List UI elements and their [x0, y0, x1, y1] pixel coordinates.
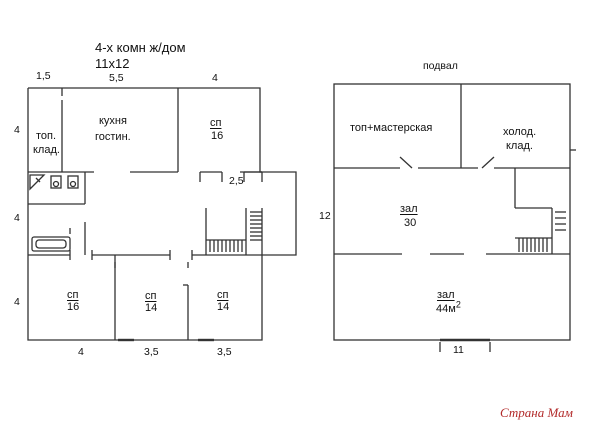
dim-left-bot: 4: [14, 296, 20, 308]
room-hall1-area: 30: [404, 217, 417, 229]
staircase-icon-plan2: [515, 207, 566, 254]
dim-bottom-b: 3,5: [144, 346, 159, 358]
plan1-title-line1: 4-х комн ж/дом: [95, 40, 186, 55]
room-storage-line1: топ.: [36, 130, 57, 142]
toilet-icon: [50, 175, 79, 189]
room-bed-sw-name: сп: [67, 289, 79, 301]
staircase-icon-plan1: [206, 208, 263, 255]
room-bed-ne-name: сп: [210, 117, 222, 129]
room-bed-s2-name: сп: [217, 289, 229, 301]
dim-plan2-left: 12: [319, 210, 331, 222]
dim-top-c: 4: [212, 72, 218, 84]
room-bed-s1-name: сп: [145, 290, 157, 302]
room-cold-line1: холод.: [503, 126, 537, 138]
room-kitchen-line1: кухня: [99, 115, 127, 127]
dim-bottom-c: 3,5: [217, 346, 232, 358]
watermark: Страна Мам: [500, 405, 573, 420]
room-storage-line2: клад.: [33, 144, 60, 156]
sink-icon: [29, 174, 46, 191]
room-cold-line2: клад.: [506, 140, 533, 152]
plan1-title-line2: 11х12: [95, 56, 130, 71]
room-bed-ne-area: 16: [211, 130, 224, 142]
bathtub-icon: [31, 236, 71, 252]
plan2-walls: [333, 83, 576, 352]
room-bed-s1-area: 14: [145, 302, 158, 314]
dim-top-b: 5,5: [109, 72, 124, 84]
dim-top-a: 1,5: [36, 70, 51, 82]
room-bed-sw-area: 16: [67, 301, 80, 313]
room-hall2-area: 44м2: [436, 299, 461, 315]
room-workshop: топ+мастерская: [350, 122, 433, 134]
plan1-walls: [27, 87, 297, 342]
dim-plan2-bottom: 11: [453, 344, 464, 356]
dim-left-top: 4: [14, 124, 20, 136]
plan2-title: подвал: [423, 60, 458, 72]
dim-left-mid: 4: [14, 212, 20, 224]
room-hall2-name: зал: [437, 289, 455, 301]
room-hall1-name: зал: [400, 203, 418, 215]
room-hall2-area-sup: 2: [455, 299, 461, 310]
dim-bottom-a: 4: [78, 346, 84, 358]
room-kitchen-line2: гостин.: [95, 131, 131, 143]
dim-corridor: 2,5: [229, 175, 244, 187]
room-bed-s2-area: 14: [217, 301, 230, 313]
